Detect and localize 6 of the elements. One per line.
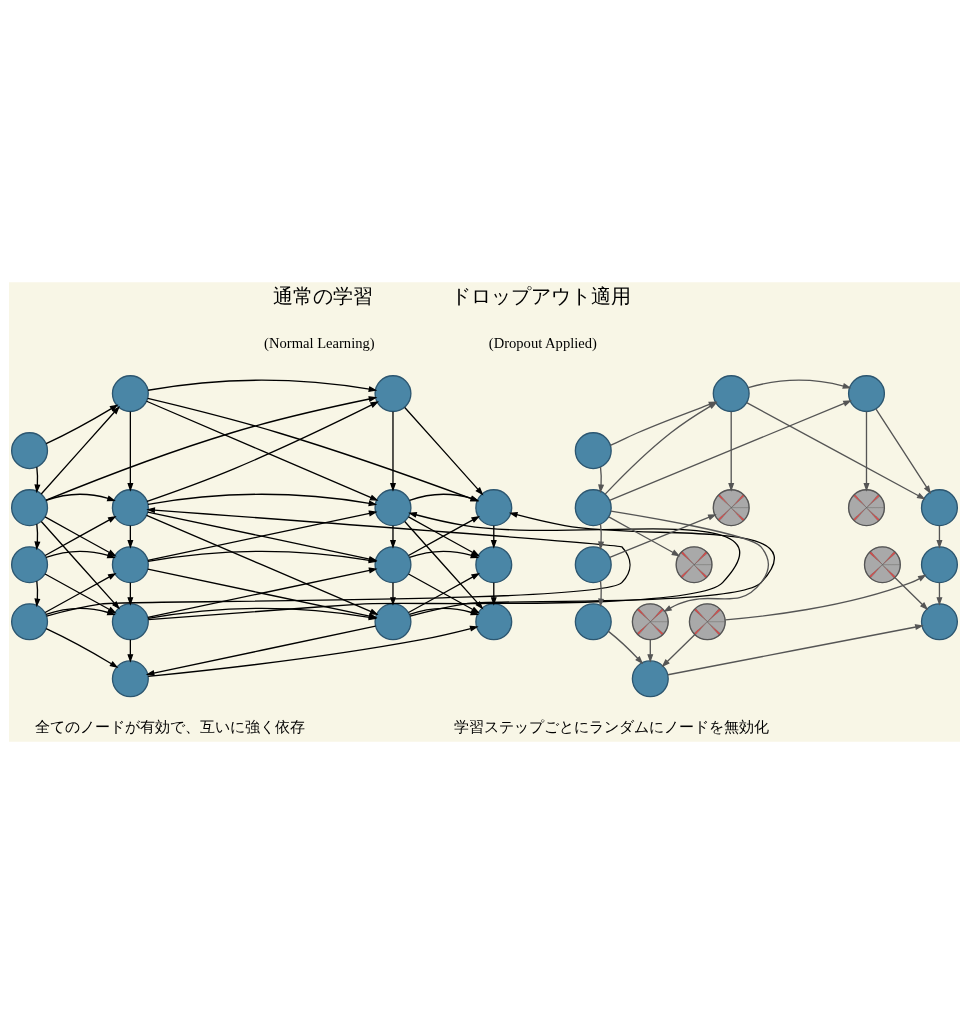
label: 全てのノードが有効で、互いに強く依存 xyxy=(34,719,305,736)
label: ドロップアウト適用 xyxy=(450,285,631,308)
label: (Dropout Applied) xyxy=(488,334,597,351)
label: (Normal Learning) xyxy=(263,334,375,351)
label: 学習ステップごとにランダムにノードを無効化 xyxy=(453,719,769,736)
label: 通常の学習 xyxy=(272,285,373,308)
